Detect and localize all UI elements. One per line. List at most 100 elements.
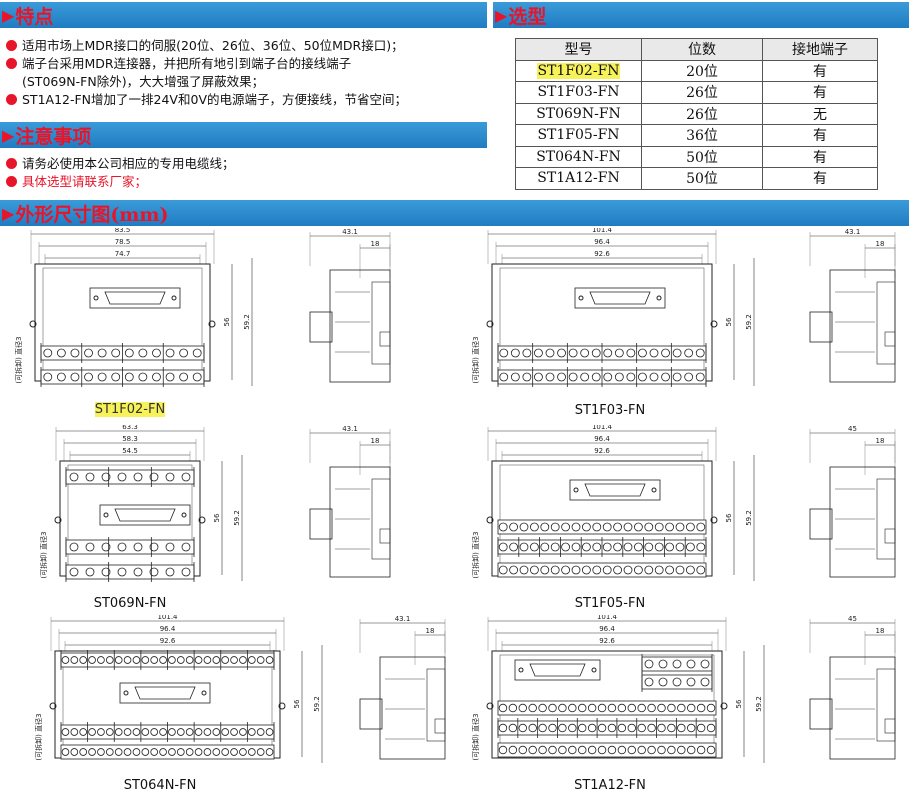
note-item: 请务必使用本公司相应的专用电缆线； <box>6 155 235 173</box>
mounting-hole-icon <box>710 516 718 524</box>
screw-terminal-icon <box>43 348 53 358</box>
screw-terminal-icon <box>597 703 607 713</box>
screw-terminal-icon <box>141 728 150 736</box>
screw-terminal-icon <box>675 542 685 552</box>
mounting-hole-icon <box>486 320 494 328</box>
screw-terminal-icon <box>97 748 105 756</box>
selection-table: 型号 位数 接地端子 ST1F02-FN 20位 有 ST1F03-FN 26位… <box>515 38 878 190</box>
screw-terminal-icon <box>149 472 159 482</box>
dimension-label: 56 <box>293 699 301 708</box>
screw-terminal-icon <box>117 542 127 552</box>
screw-terminal-icon <box>203 656 212 664</box>
play-arrow-icon: ▶ <box>2 203 15 223</box>
screw-terminal-icon <box>194 748 203 756</box>
screw-terminal-icon <box>580 348 590 358</box>
screw-terminal-icon <box>582 565 591 575</box>
screw-terminal-icon <box>265 748 274 756</box>
screw-terminal-icon <box>101 472 111 482</box>
screw-terminal-icon <box>677 703 686 713</box>
screw-terminal-icon <box>509 522 518 532</box>
ground-cell: 无 <box>762 102 878 125</box>
rail-note-label: (可拆卸) 直径3 <box>471 713 480 760</box>
side-view-connector <box>359 698 383 730</box>
pins-cell: 26位 <box>641 81 763 104</box>
screw-terminal-icon <box>568 348 578 358</box>
mdr-connector <box>89 287 181 309</box>
screw-terminal-icon <box>133 472 143 482</box>
screw-terminal-icon <box>79 656 88 664</box>
screw-terminal-icon <box>530 565 539 575</box>
screw-terminal-icon <box>706 745 716 755</box>
screw-terminal-icon <box>626 348 636 358</box>
drawing-caption: ST069N-FN <box>93 596 167 611</box>
screw-terminal-icon <box>644 565 654 575</box>
screw-terminal-icon <box>578 745 587 755</box>
screw-terminal-icon <box>627 745 636 755</box>
screw-terminal-icon <box>672 372 682 382</box>
screw-terminal-icon <box>105 656 114 664</box>
screw-terminal-icon <box>192 348 202 358</box>
dimension-label: 101.4 <box>157 615 178 621</box>
screw-terminal-icon <box>649 372 659 382</box>
note-item: 具体选型请联系厂家； <box>6 173 235 191</box>
screw-terminal-icon <box>70 372 80 382</box>
screw-terminal-icon <box>528 723 537 733</box>
screw-terminal-icon <box>70 656 79 664</box>
screw-terminal-icon <box>499 348 509 358</box>
dimension-label: 45 <box>848 615 857 623</box>
ground-cell: 有 <box>762 81 878 104</box>
screw-terminal-icon <box>658 677 668 687</box>
mounting-hole-icon <box>486 702 494 710</box>
screw-terminal-icon <box>545 372 555 382</box>
screw-terminal-icon <box>519 542 529 552</box>
screw-terminal-icon <box>192 372 202 382</box>
side-view-body <box>829 466 896 578</box>
screw-terminal-icon <box>239 728 247 736</box>
screw-terminal-icon <box>85 472 95 482</box>
screw-terminal-icon <box>114 656 123 664</box>
screw-terminal-icon <box>79 728 88 736</box>
screw-terminal-icon <box>230 656 238 664</box>
pins-cell: 36位 <box>641 124 763 147</box>
screw-terminal-icon <box>203 748 212 756</box>
drawing-caption: ST1F02-FN <box>94 402 166 417</box>
screw-terminal-icon <box>212 656 221 664</box>
screw-terminal-icon <box>61 728 70 736</box>
screw-terminal-icon <box>649 348 659 358</box>
screw-terminal-icon <box>540 542 550 552</box>
screw-terminal-icon <box>133 542 143 552</box>
notes-header: ▶ 注意事项 <box>0 122 487 148</box>
header-pins: 位数 <box>641 38 763 61</box>
screw-terminal-icon <box>647 723 656 733</box>
ground-cell: 有 <box>762 145 878 168</box>
front-view-body <box>491 460 713 577</box>
side-view-body <box>329 269 391 383</box>
screw-terminal-icon <box>179 372 189 382</box>
dimension-label: 96.4 <box>594 435 610 443</box>
dimension-label: 92.6 <box>594 250 610 258</box>
drawing-caption: ST1F03-FN <box>574 403 646 418</box>
screw-terminal-icon <box>675 522 685 532</box>
screw-terminal-icon <box>602 542 612 552</box>
side-view-body <box>329 466 391 578</box>
screw-terminal-icon <box>165 348 175 358</box>
screw-terminal-icon <box>111 348 121 358</box>
drawing-caption: ST1F05-FN <box>574 596 646 611</box>
screw-terminal-icon <box>105 748 114 756</box>
screw-terminal-icon <box>644 522 654 532</box>
screw-terminal-icon <box>530 522 539 532</box>
screw-terminal-icon <box>530 542 539 552</box>
screw-terminal-icon <box>133 567 143 577</box>
rail-note-label: (可拆卸) 直径3 <box>39 531 48 578</box>
play-arrow-icon: ▶ <box>495 5 508 25</box>
bullet-dot-icon <box>6 58 17 69</box>
screw-terminal-icon <box>667 723 676 733</box>
screw-terminal-icon <box>558 723 567 733</box>
screw-terminal-icon <box>677 745 686 755</box>
side-view-connector <box>809 508 833 540</box>
screw-terminal-icon <box>165 542 175 552</box>
screw-terminal-icon <box>614 372 624 382</box>
screw-terminal-icon <box>607 745 617 755</box>
